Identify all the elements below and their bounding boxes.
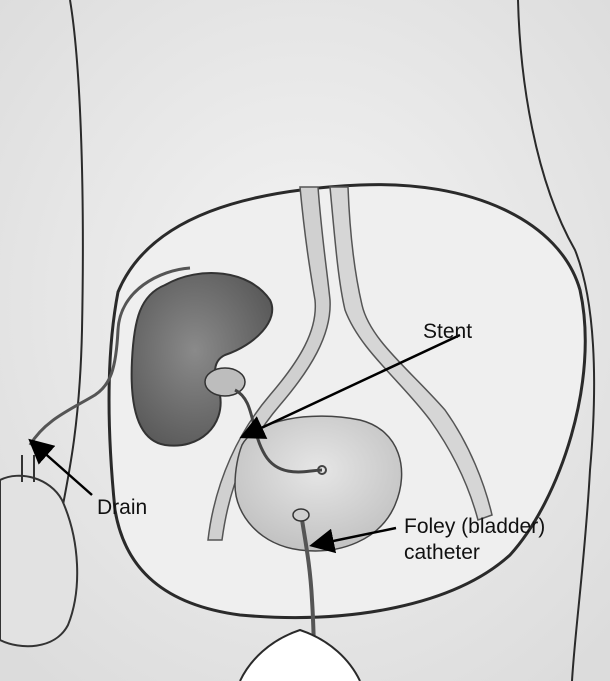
foley-label-line1: Foley (bladder) [404,515,545,539]
drain-label: Drain [97,496,147,520]
bladder [235,416,402,551]
foley-label-line2: catheter [404,541,480,565]
stent-label: Stent [423,320,472,344]
foley-balloon [293,509,309,521]
